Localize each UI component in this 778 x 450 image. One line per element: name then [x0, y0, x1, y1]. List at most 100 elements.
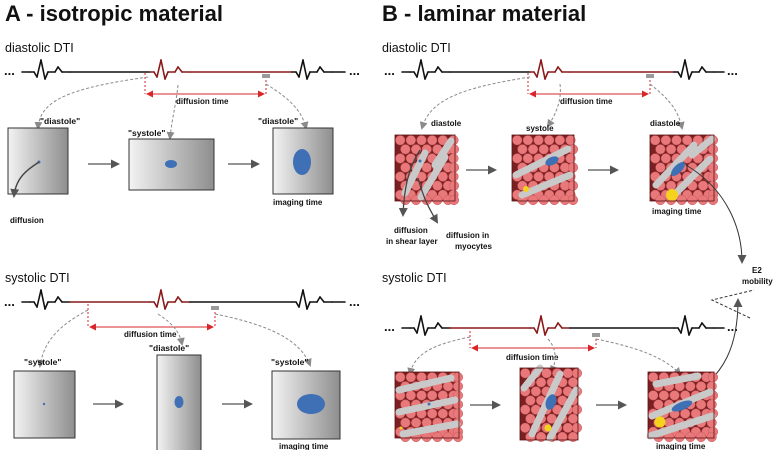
myocyte-cell	[432, 431, 443, 443]
myocyte-cell	[452, 372, 464, 383]
ecg-segment	[420, 315, 426, 336]
myocyte-cell	[452, 381, 464, 392]
shear-layer-sheet	[518, 171, 574, 199]
a-diastolic-diffusion-label: diffusion	[10, 216, 44, 225]
ecg-segment	[306, 71, 311, 80]
myocyte-cell	[533, 135, 544, 146]
myocyte-cell	[405, 390, 416, 401]
myocyte-cell	[696, 381, 707, 392]
myocyte-cell	[685, 381, 696, 392]
myocyte-cell	[520, 422, 531, 433]
shear-layer-sheet	[688, 135, 716, 159]
myocyte-cell	[522, 153, 533, 164]
e2-label-line1: E2	[752, 266, 762, 275]
b-diastolic-tissue-2	[511, 134, 579, 206]
myocyte-cell	[658, 390, 669, 401]
myocyte-cell	[682, 135, 693, 146]
ecg-segment	[698, 66, 703, 73]
b-systolic-ecg-trace	[401, 315, 725, 336]
tissue-border	[647, 371, 715, 439]
myocyte-cell	[707, 171, 719, 182]
a-systolic-box3-label: "systole"	[271, 357, 308, 367]
a-diastolic-box3-blob	[293, 149, 311, 175]
shear-layer-sheet	[652, 141, 698, 189]
ecg-segment	[160, 289, 166, 310]
myocyte-cell	[660, 135, 671, 146]
myocyte-cell	[395, 153, 406, 164]
panel-a-title: A - isotropic material	[5, 1, 223, 26]
b-diastolic-ecg-trace	[401, 59, 725, 80]
ecg-segment	[701, 322, 707, 329]
myocyte-cell	[571, 422, 583, 433]
ecg-segment	[698, 322, 703, 329]
shear-layer-sheet	[431, 137, 455, 169]
b-shear-diffusion-arrow	[398, 149, 421, 217]
myocyte-cell	[395, 372, 406, 383]
myocyte-cell	[707, 144, 719, 155]
ecg-segment	[536, 59, 542, 78]
myocyte-cell	[707, 194, 719, 206]
ecg-segment	[554, 66, 559, 73]
shear-layer-sheet	[395, 396, 459, 416]
myocyte-cell	[525, 395, 536, 406]
ecg-segment	[54, 296, 59, 303]
b-systolic-tissue-1	[394, 371, 464, 443]
a-diastolic-interval	[144, 73, 270, 98]
e2-angle-marker	[710, 289, 755, 319]
ecg-segment	[156, 59, 162, 78]
ecg-segment	[680, 315, 686, 334]
b-diastolic-interval	[527, 73, 654, 98]
a-diastolic-ecg-trace	[21, 59, 346, 80]
ecg-segment	[554, 322, 559, 329]
ecg-segment	[434, 66, 439, 73]
ecg-segment	[302, 59, 308, 80]
myocyte-cell	[696, 399, 707, 410]
ecg-segment	[684, 315, 690, 336]
myocyte-cell	[443, 431, 454, 443]
myocyte-cell	[522, 135, 533, 146]
myocyte-cell	[666, 144, 677, 155]
ecg-segment	[437, 66, 443, 73]
myocyte-cell	[666, 180, 677, 191]
b-diastolic-tissue-3	[649, 134, 719, 206]
ecg-segment	[416, 315, 422, 334]
a-systolic-diffusion-time-label: diffusion time	[124, 330, 177, 339]
ecg-segment	[437, 322, 443, 329]
ecg-segment	[557, 322, 563, 329]
ecg-segment	[701, 66, 707, 73]
myocyte-cell	[411, 417, 422, 428]
myocyte-cell	[698, 194, 709, 206]
ecg-segment	[680, 59, 686, 78]
myocyte-cell	[400, 417, 411, 428]
ecg-segment	[424, 327, 429, 336]
ecg-segment	[177, 66, 183, 73]
a-diastolic-diffusion-time-label: diffusion time	[176, 97, 229, 106]
shear-layer-sheet	[399, 420, 461, 438]
myocyte-cell	[650, 153, 661, 164]
myocyte-cell	[660, 153, 671, 164]
ecg-segment	[36, 59, 42, 78]
myocyte-cell	[674, 431, 685, 443]
myocyte-cell	[533, 171, 544, 182]
myocyte-cell	[448, 171, 459, 182]
myocyte-cell	[427, 390, 438, 401]
myocyte-cell	[512, 135, 523, 146]
myocyte-cell	[520, 368, 531, 379]
ecg-segment	[688, 327, 693, 336]
myocyte-cell	[405, 135, 416, 146]
myocyte-cell	[707, 372, 719, 383]
a-diastolic-ellipsis-left: ...	[4, 63, 15, 78]
ecg-segment	[540, 59, 546, 80]
myocyte-cell	[538, 194, 549, 206]
myocyte-cell	[557, 431, 568, 442]
b-diastolic-ellipsis-left: ...	[384, 63, 395, 78]
ecg-segment	[44, 71, 49, 80]
b-myocyte-diffusion-arrow	[417, 177, 439, 224]
a-diastolic-imaging-time-label: imaging time	[273, 198, 323, 207]
ecg-segment	[416, 59, 422, 78]
ecg-segment	[536, 315, 542, 334]
myocyte-cell	[437, 171, 448, 182]
ecg-segment	[156, 289, 162, 308]
myocyte-cell	[411, 144, 422, 155]
myocyte-cell	[541, 368, 552, 379]
